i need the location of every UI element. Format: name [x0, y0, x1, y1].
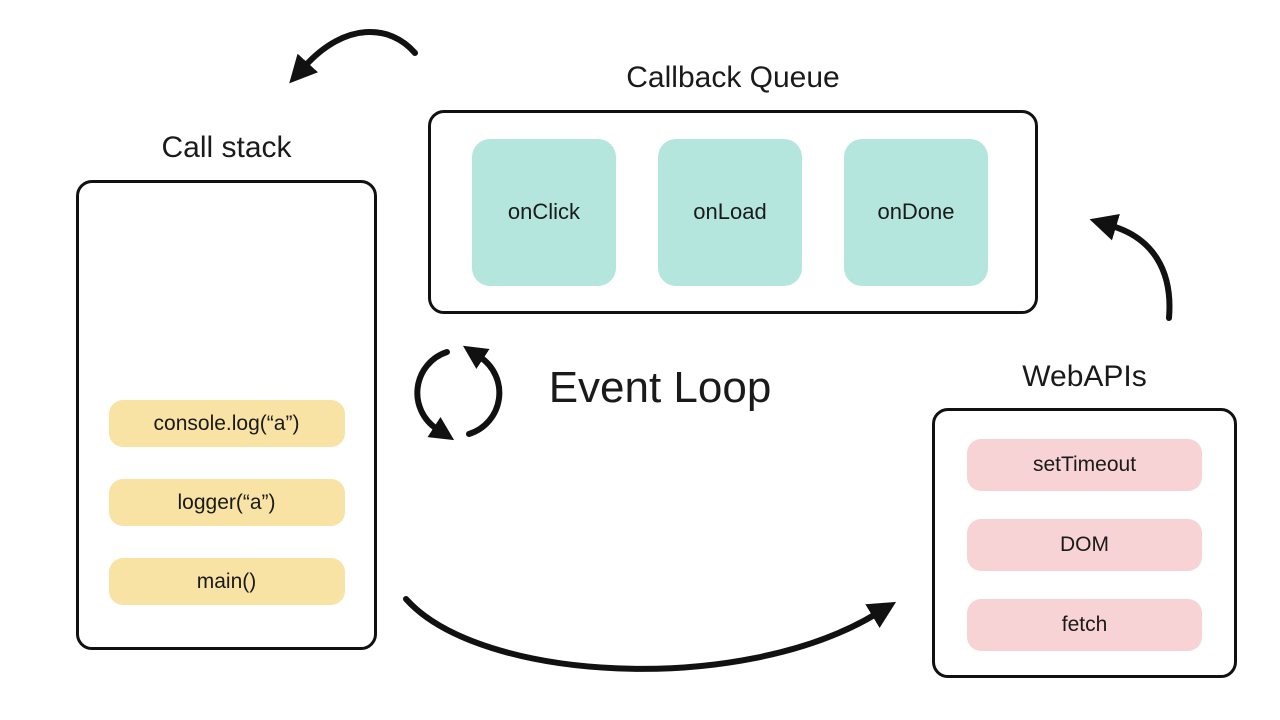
webapis-title: WebAPIs: [1022, 360, 1147, 393]
callback-queue-title: Callback Queue: [626, 61, 840, 94]
arrow-queue-to-stack: [289, 29, 418, 84]
callback-queue-container: onClick onLoad onDone: [428, 110, 1038, 314]
event-loop-cycle-icon: [414, 345, 503, 441]
stack-frame: logger(“a”): [108, 479, 345, 526]
queue-task: onLoad: [658, 138, 802, 286]
stack-frame: console.log(“a”): [108, 400, 345, 447]
call-stack-container: console.log(“a”) logger(“a”) main(): [76, 180, 377, 650]
queue-task: onClick: [472, 138, 616, 286]
call-stack-title: Call stack: [161, 131, 292, 164]
stack-frame: main(): [108, 558, 345, 605]
webapi-entry: setTimeout: [967, 439, 1202, 491]
webapis-container: setTimeout DOM fetch: [932, 408, 1237, 678]
arrow-webapis-to-queue: [1089, 213, 1173, 321]
webapi-entry: DOM: [967, 519, 1202, 571]
event-loop-label: Event Loop: [548, 363, 772, 412]
webapi-entry: fetch: [967, 599, 1202, 651]
arrow-stack-to-webapis: [403, 596, 897, 672]
queue-task: onDone: [844, 138, 988, 286]
